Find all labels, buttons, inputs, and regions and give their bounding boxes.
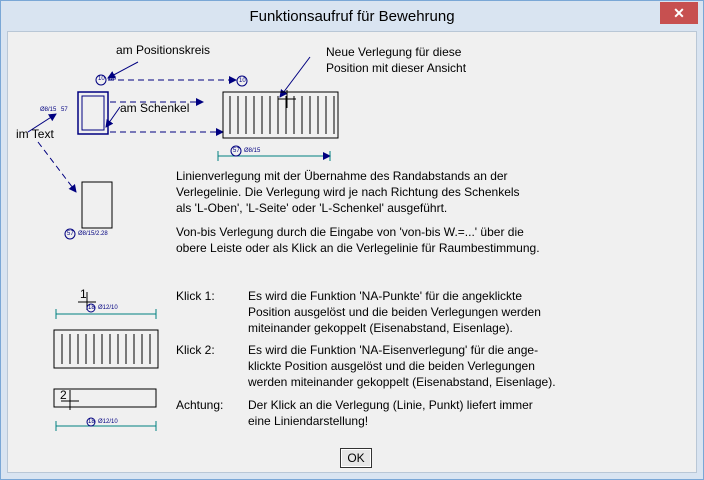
- tag-top-suffix: Ø8: [108, 76, 117, 82]
- click-number-2: 2: [60, 388, 67, 402]
- step-3-text: Der Klick an die Verlegung (Linie, Punkt…: [248, 398, 533, 428]
- label-positionskreis: am Positionskreis: [116, 43, 211, 57]
- ok-button[interactable]: OK: [340, 448, 372, 468]
- step-1-text: Es wird die Funktion 'NA-Punkte' für die…: [248, 289, 541, 335]
- tag-left-num: 57: [61, 107, 68, 113]
- tag-b-suffix: Ø12/10: [98, 419, 118, 425]
- tag-small-suffix: Ø8/15/2.28: [78, 231, 108, 237]
- tag-top-num: 10: [98, 76, 105, 82]
- stirrup-shape: [77, 91, 109, 135]
- step-2-label: Klick 2:: [176, 343, 215, 357]
- tag-small-num: 57: [67, 231, 74, 237]
- description-text-2: Von-bis Verlegung durch die Eingabe von …: [176, 225, 540, 255]
- tag-bottom-suffix: Ø8/15: [244, 148, 261, 154]
- stirrup-small: [81, 181, 113, 229]
- label-schenkel: am Schenkel: [120, 101, 190, 115]
- tag-left-suffix: Ø8/15: [40, 107, 57, 113]
- rebar-layout-top: [222, 90, 339, 139]
- click-number-1: 1: [80, 287, 87, 301]
- illustration: [27, 56, 339, 431]
- label-im-text: im Text: [16, 127, 54, 141]
- label-neue-verlegung: Neue Verlegung für diese Position mit di…: [326, 45, 467, 75]
- tag-a-num: 18: [88, 305, 95, 311]
- tag-bottom-num: 57: [233, 148, 240, 154]
- step-3-label: Achtung:: [176, 398, 224, 412]
- rebar-layout-bottom: [53, 292, 159, 431]
- window-title: Funktionsaufruf für Bewehrung: [249, 8, 455, 25]
- title-bar: Funktionsaufruf für Bewehrung ✕: [1, 1, 703, 31]
- dialog-content: am Positionskreis Neue Verlegung für die…: [7, 31, 697, 473]
- step-2-text: Es wird die Funktion 'NA-Eisenverlegung'…: [248, 343, 556, 389]
- step-1-label: Klick 1:: [176, 289, 215, 303]
- tag-a-suffix: Ø12/10: [98, 305, 118, 311]
- close-button[interactable]: ✕: [660, 2, 698, 24]
- description-text-1: Linienverlegung mit der Übernahme des Ra…: [176, 169, 520, 215]
- tag-top2-num: 10: [239, 78, 246, 84]
- tag-b-num: 18: [88, 419, 95, 425]
